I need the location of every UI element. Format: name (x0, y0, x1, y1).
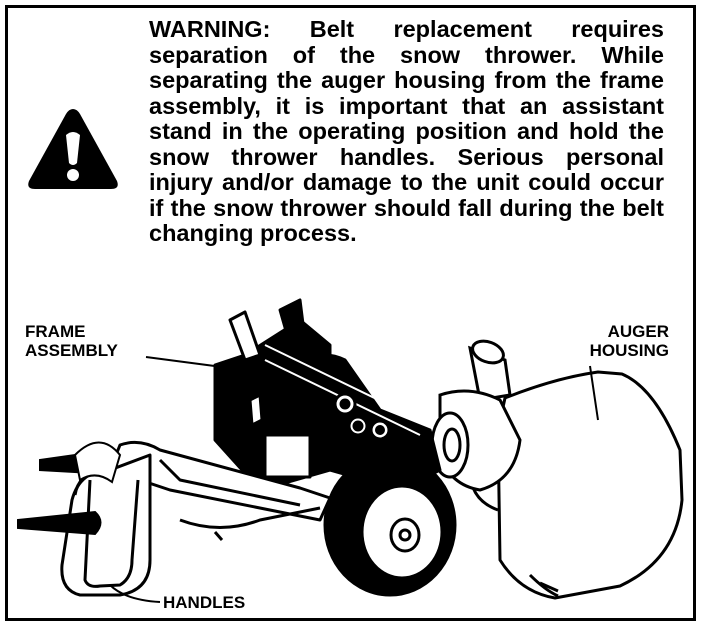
warning-text: WARNING: Belt replacement requires separ… (149, 16, 664, 246)
chute-assembly (430, 339, 522, 492)
frame-assembly-label: FRAME ASSEMBLY (25, 322, 118, 360)
auger-label-line2: HOUSING (589, 341, 669, 360)
frame-label-line1: FRAME (25, 322, 86, 341)
warning-panel-border (5, 5, 696, 621)
warning-triangle-icon (28, 109, 118, 189)
frame-label-line2: ASSEMBLY (25, 341, 118, 360)
auger-housing-label: AUGER HOUSING (590, 322, 669, 360)
leader-lines (109, 356, 599, 603)
auger-housing (468, 370, 684, 600)
handle-grips (17, 441, 122, 536)
auger-label-line1: AUGER (607, 322, 669, 341)
handles-label: HANDLES (163, 593, 246, 612)
handle-bars (60, 440, 332, 597)
wheel (323, 453, 457, 597)
